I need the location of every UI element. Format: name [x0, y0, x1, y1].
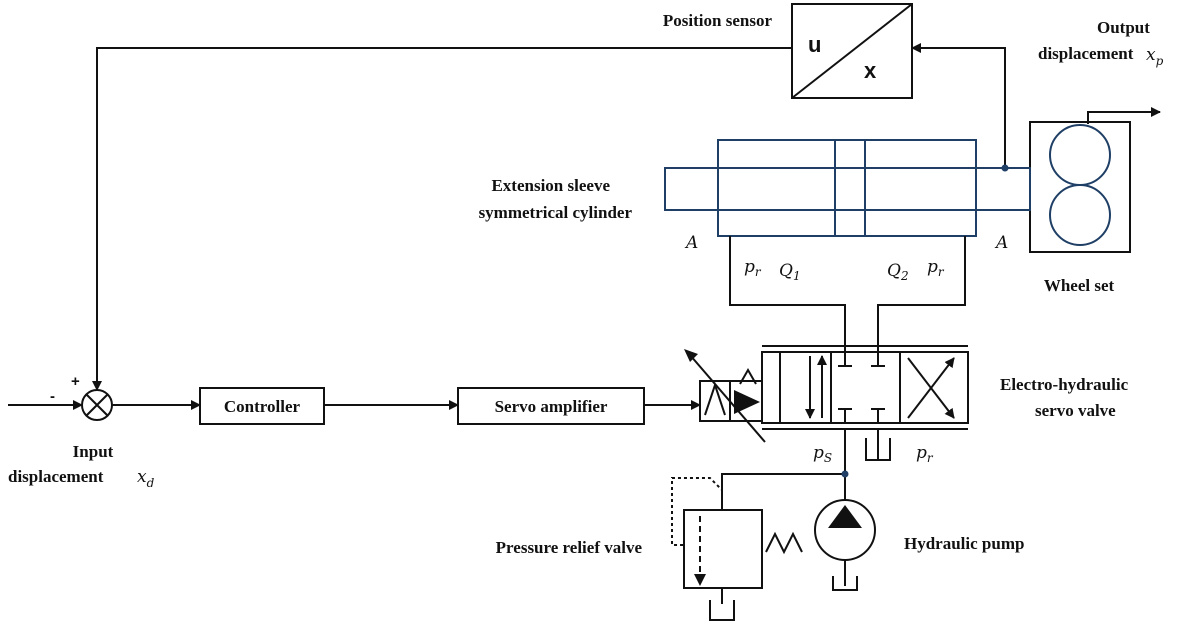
- q2-symbol: Q2: [887, 261, 909, 283]
- input-displacement-label-2: displacement: [8, 467, 104, 486]
- supply-lines: [721, 429, 849, 510]
- controller-label: Controller: [224, 397, 301, 416]
- q1-symbol: Q1: [779, 261, 801, 283]
- output-displacement-label-1: Output: [1097, 18, 1150, 37]
- servo-valve-label-2: servo valve: [1035, 401, 1116, 420]
- cylinder-label-1: Extension sleeve: [491, 176, 610, 195]
- hydraulic-lines: [729, 236, 966, 364]
- cylinder: [664, 139, 1031, 237]
- pr-left-symbol: pr: [744, 257, 762, 279]
- servo-valve: [761, 345, 969, 461]
- ps-symbol: pS: [813, 443, 832, 465]
- wheel-set-label: Wheel set: [1044, 276, 1115, 295]
- cylinder-label-2: symmetrical cylinder: [479, 203, 633, 222]
- hydraulic-pump: [814, 499, 876, 591]
- hydraulic-pump-label: Hydraulic pump: [904, 534, 1024, 553]
- pressure-relief-valve-label: Pressure relief valve: [496, 538, 643, 557]
- signal-chain: [8, 387, 701, 425]
- output-displacement-label-2: displacement: [1038, 44, 1134, 63]
- position-sensor-label: Position sensor: [663, 11, 773, 30]
- pr-right-symbol: pr: [927, 257, 945, 279]
- sensor-u-text: u: [808, 32, 821, 57]
- sensor-x-text: x: [864, 58, 877, 83]
- input-symbol: xd: [137, 467, 155, 490]
- servo-amplifier-label: Servo amplifier: [495, 397, 608, 416]
- plus-sign: +: [71, 373, 80, 390]
- minus-sign: -: [50, 388, 55, 405]
- area-left-symbol: A: [684, 233, 698, 253]
- wheel-set: [1029, 107, 1161, 253]
- supply-junction: [841, 470, 849, 478]
- input-displacement-label-1: Input: [73, 442, 114, 461]
- valve-actuator: [684, 349, 766, 443]
- area-right-symbol: A: [994, 233, 1008, 253]
- pr-tank-symbol: pr: [916, 443, 934, 465]
- position-sensor: u x: [791, 3, 913, 99]
- output-symbol: xp: [1146, 45, 1164, 68]
- pressure-relief-valve: [671, 477, 803, 621]
- servo-valve-label-1: Electro-hydraulic: [1000, 375, 1129, 394]
